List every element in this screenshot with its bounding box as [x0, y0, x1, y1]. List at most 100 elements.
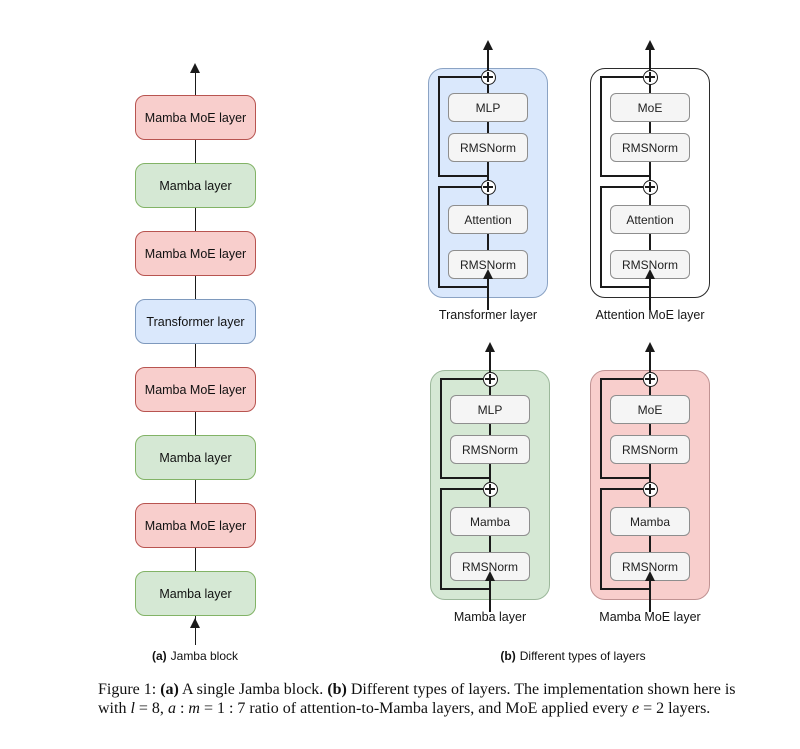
layer-box-mamba: Mamba layer: [135, 435, 256, 480]
circled-plus-icon: [642, 371, 658, 387]
residual-line: [438, 76, 481, 78]
residual-line: [438, 286, 488, 288]
subcaption-b-text: Different types of layers: [519, 649, 646, 663]
rmsnorm-block: RMSNorm: [610, 435, 690, 464]
residual-line: [600, 489, 602, 589]
residual-line: [600, 76, 643, 78]
caption-text: A single Jamba block.: [178, 681, 328, 698]
mlp-block: MLP: [450, 395, 530, 424]
flow-line: [487, 46, 489, 310]
rmsnorm-block: RMSNorm: [450, 435, 530, 464]
residual-line: [600, 186, 643, 188]
caption-text: (a): [160, 681, 179, 698]
caption-text: l: [130, 700, 135, 717]
layer-box-mamba: Mamba layer: [135, 571, 256, 616]
residual-line: [440, 588, 490, 590]
subcaption-a: (a)Jamba block: [95, 649, 295, 663]
attention-block: Attention: [448, 205, 528, 234]
transformer-layer-diagram: MLP RMSNorm Attention RMSNorm Transforme…: [428, 40, 548, 330]
output-arrow-icon: [190, 63, 200, 73]
caption-text: = 1 : 7 ratio of attention-to-Mamba laye…: [199, 700, 632, 717]
circled-plus-icon: [480, 179, 496, 195]
residual-line: [600, 286, 650, 288]
caption-text: e: [631, 700, 640, 717]
input-arrow-icon: [645, 571, 655, 581]
residual-line: [600, 477, 650, 479]
residual-line: [438, 186, 481, 188]
attention-moe-layer-diagram: MoE RMSNorm Attention RMSNorm Attention …: [590, 40, 710, 330]
caption-text: m: [188, 700, 200, 717]
layer-box-mamba-moe: Mamba MoE layer: [135, 95, 256, 140]
rmsnorm-block: RMSNorm: [610, 250, 690, 279]
caption-text: Figure 1:: [98, 681, 161, 698]
residual-line: [600, 378, 643, 380]
output-arrow-icon: [485, 342, 495, 352]
diagram-label: Mamba layer: [453, 610, 527, 624]
circled-plus-icon: [642, 481, 658, 497]
output-arrow-icon: [645, 40, 655, 50]
input-arrow-icon: [190, 618, 200, 628]
caption-text: a: [167, 700, 176, 717]
flow-line: [489, 348, 491, 612]
circled-plus-icon: [480, 69, 496, 85]
residual-line: [600, 588, 650, 590]
subcaption-b-marker: (b): [500, 649, 516, 663]
flow-line: [649, 348, 651, 612]
circled-plus-icon: [642, 179, 658, 195]
diagram-label: Attention MoE layer: [595, 308, 705, 322]
layer-box-mamba-moe: Mamba MoE layer: [135, 503, 256, 548]
residual-line: [440, 489, 442, 589]
layer-box-mamba-moe: Mamba MoE layer: [135, 231, 256, 276]
circled-plus-icon: [482, 371, 498, 387]
caption-text: Different types of layers. The implement…: [346, 681, 736, 698]
diagram-label: Mamba MoE layer: [599, 610, 701, 624]
subcaption-b: (b)Different types of layers: [423, 649, 723, 663]
mamba-moe-layer-diagram: MoE RMSNorm Mamba RMSNorm Mamba MoE laye…: [590, 342, 710, 632]
caption-text: with: [98, 700, 131, 717]
circled-plus-icon: [482, 481, 498, 497]
caption-text: :: [175, 700, 189, 717]
residual-line: [600, 175, 650, 177]
circled-plus-icon: [642, 69, 658, 85]
residual-line: [600, 379, 602, 478]
mamba-layer-diagram: MLP RMSNorm Mamba RMSNorm Mamba layer: [430, 342, 550, 632]
figure-caption: Figure 1: (a) A single Jamba block. (b) …: [98, 680, 736, 718]
attention-block: Attention: [610, 205, 690, 234]
flow-line: [194, 68, 196, 645]
rmsnorm-block: RMSNorm: [448, 133, 528, 162]
residual-line: [438, 77, 440, 176]
mamba-block: Mamba: [450, 507, 530, 536]
moe-block: MoE: [610, 93, 690, 122]
caption-text: = 8,: [134, 700, 168, 717]
residual-line: [440, 477, 490, 479]
output-arrow-icon: [645, 342, 655, 352]
diagram-label: Transformer layer: [438, 308, 538, 322]
output-arrow-icon: [483, 40, 493, 50]
caption-line-2: with l = 8, a : m = 1 : 7 ratio of atten…: [98, 699, 718, 718]
input-arrow-icon: [483, 269, 493, 279]
input-arrow-icon: [645, 269, 655, 279]
layer-box-transformer: Transformer layer: [135, 299, 256, 344]
rmsnorm-block: RMSNorm: [610, 133, 690, 162]
flow-line: [649, 46, 651, 310]
residual-line: [440, 488, 483, 490]
residual-line: [600, 77, 602, 176]
subcaption-a-marker: (a): [151, 649, 167, 663]
jamba-block-panel: Mamba MoE layer Mamba layer Mamba MoE la…: [135, 63, 256, 663]
mlp-block: MLP: [448, 93, 528, 122]
caption-text: = 2 layers.: [639, 700, 711, 717]
caption-line-1: Figure 1: (a) A single Jamba block. (b) …: [98, 680, 736, 699]
subcaption-a-text: Jamba block: [170, 649, 239, 663]
caption-text: (b): [327, 681, 347, 698]
layer-box-mamba-moe: Mamba MoE layer: [135, 367, 256, 412]
residual-line: [600, 488, 643, 490]
residual-line: [600, 187, 602, 287]
residual-line: [440, 378, 483, 380]
residual-line: [440, 379, 442, 478]
input-arrow-icon: [485, 571, 495, 581]
residual-line: [438, 175, 488, 177]
rmsnorm-block: RMSNorm: [450, 552, 530, 581]
mamba-block: Mamba: [610, 507, 690, 536]
moe-block: MoE: [610, 395, 690, 424]
